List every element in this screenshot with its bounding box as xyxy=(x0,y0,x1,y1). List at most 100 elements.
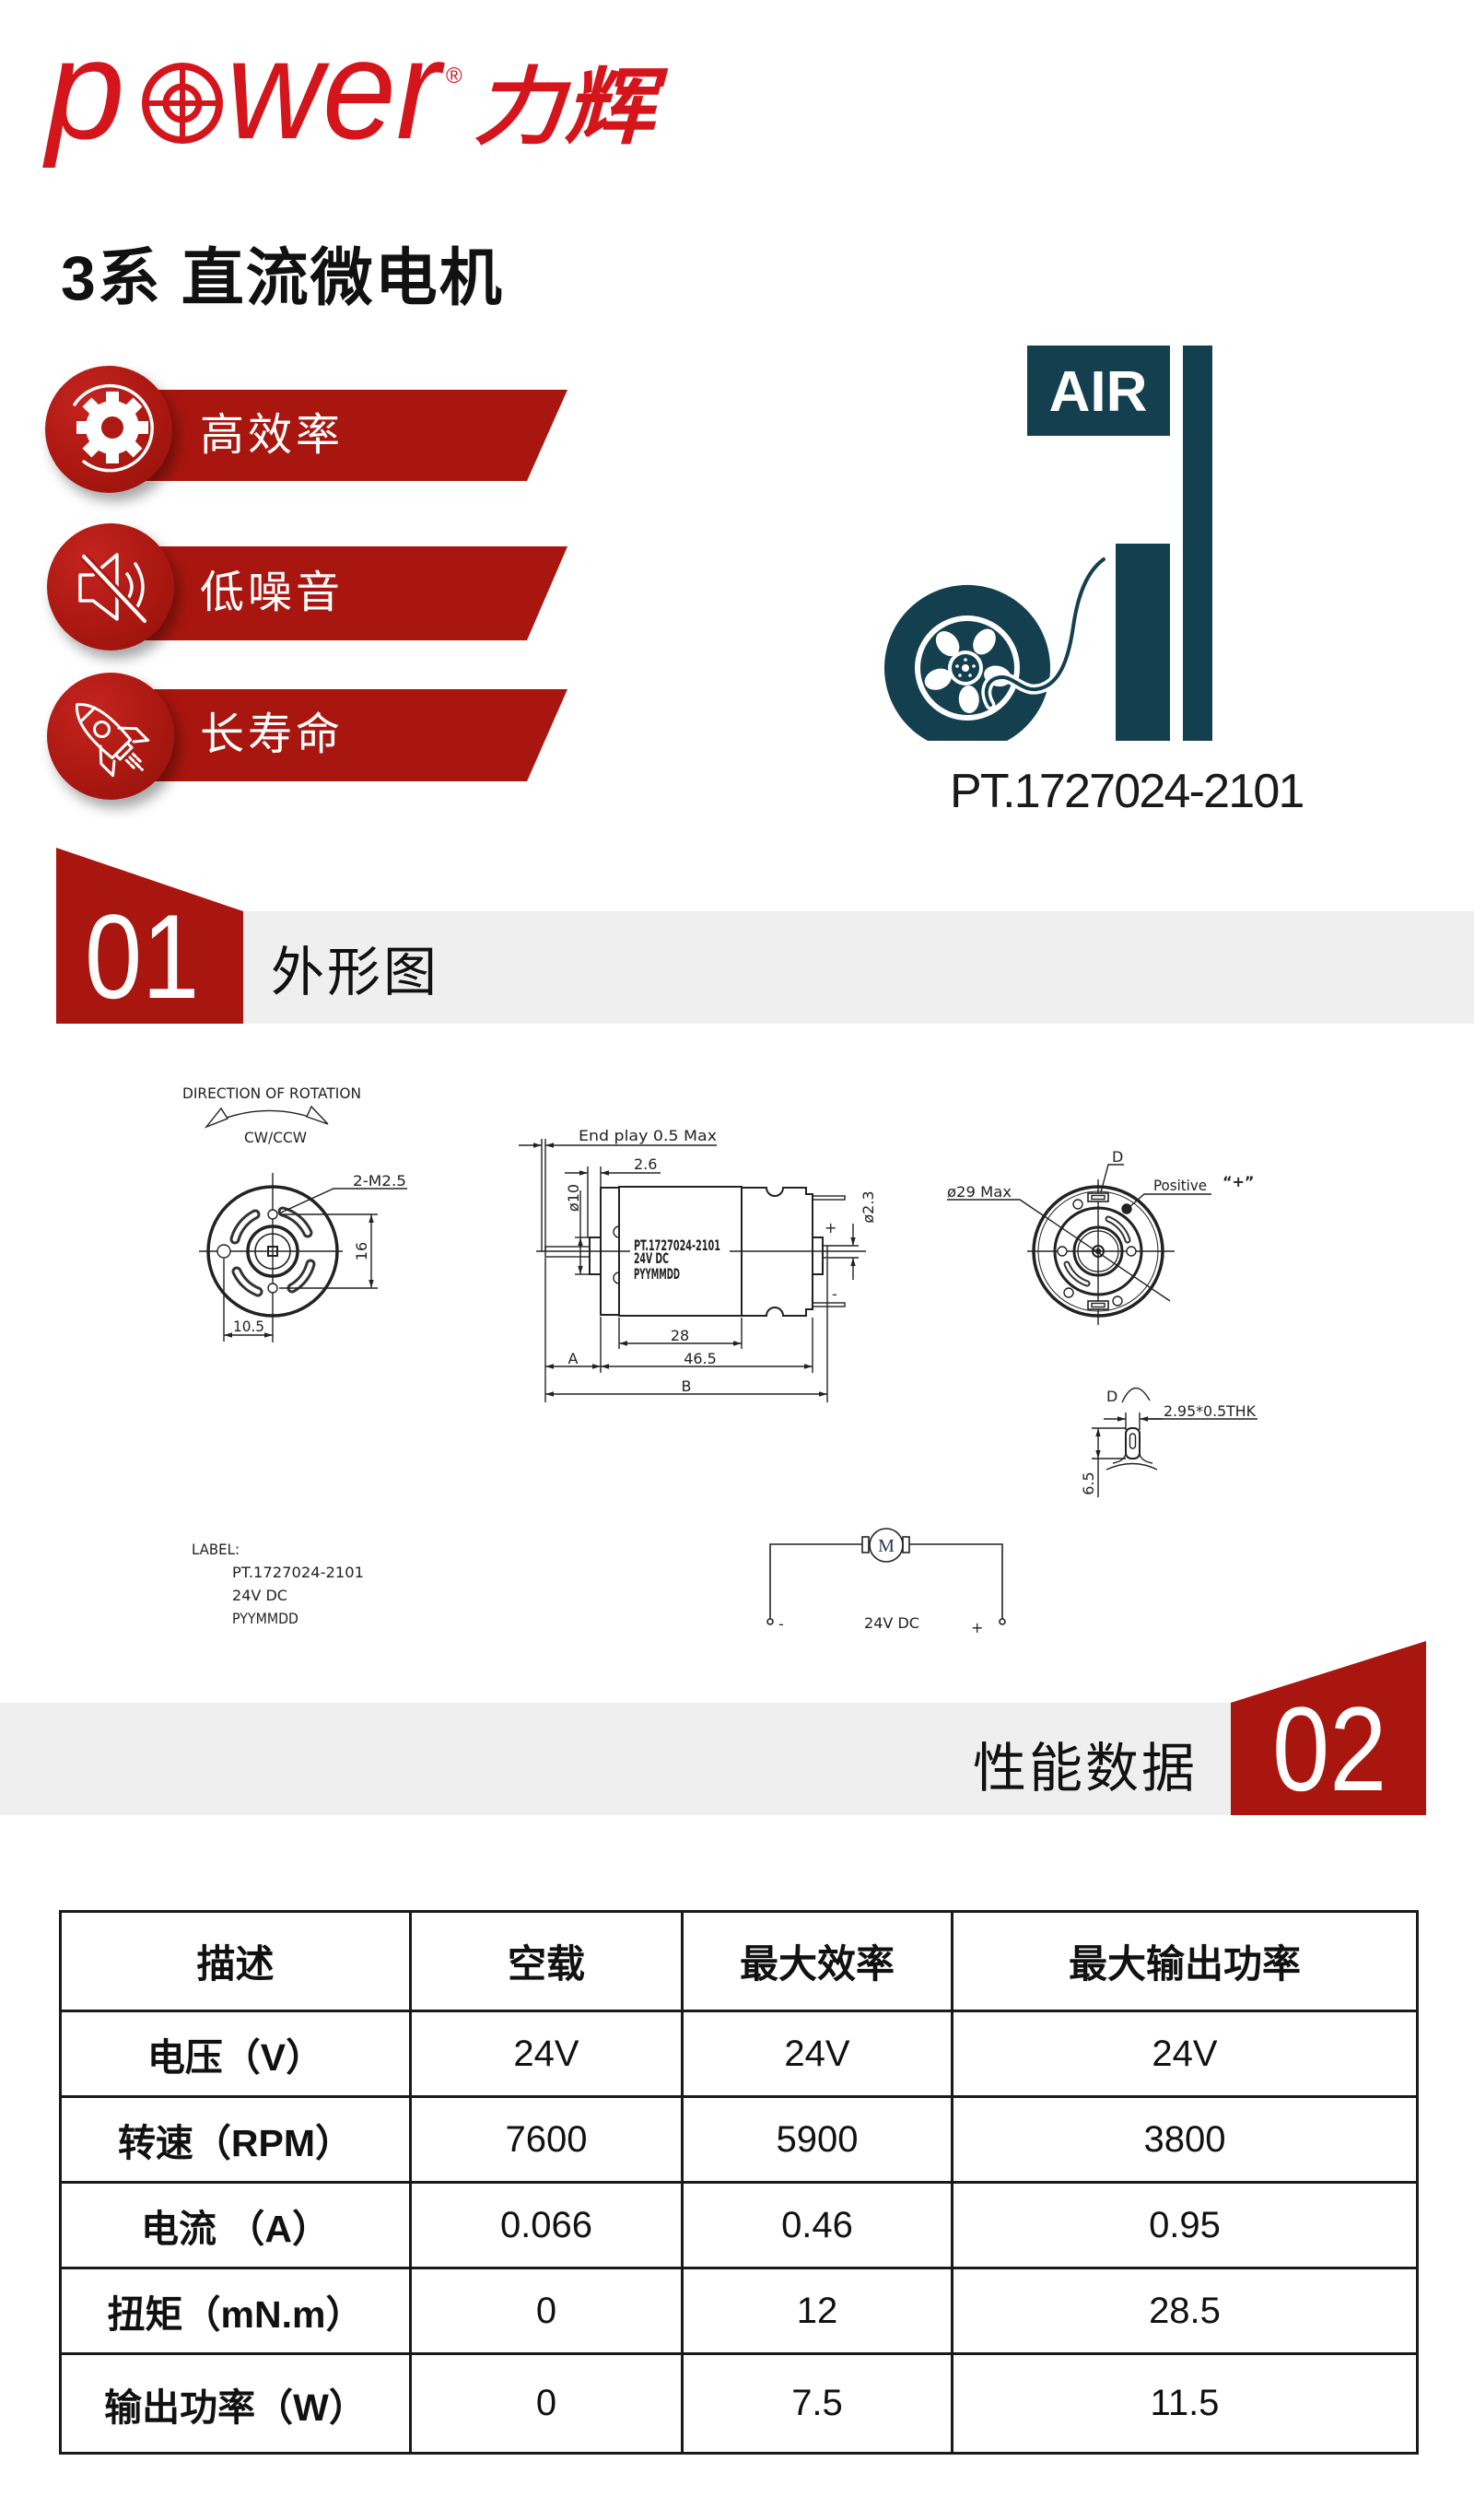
positive-marker-dot xyxy=(1121,1203,1132,1214)
rotation-title: DIRECTION OF ROTATION xyxy=(182,1084,361,1102)
feature-banner-long-life: 长寿命 xyxy=(138,689,567,781)
rocket-icon xyxy=(76,703,150,778)
cell-value: 7600 xyxy=(409,2095,684,2184)
detail-arc-icon xyxy=(1121,1387,1151,1403)
wiring-positive: + xyxy=(971,1619,983,1636)
row-label: 转速（RPM） xyxy=(59,2095,412,2184)
tab-size: 2.95*0.5THK xyxy=(1164,1402,1256,1420)
rotation-value: CW/CCW xyxy=(244,1129,307,1146)
pump-tall-bar xyxy=(1183,346,1212,741)
tab-height: 6.5 xyxy=(1080,1471,1097,1494)
mute-speaker-icon xyxy=(78,553,148,625)
body-label-line-1: PT.1727024-2101 xyxy=(634,1237,720,1254)
product-model-number: PT.1727024-2101 xyxy=(950,765,1304,818)
cell-value: 0.066 xyxy=(409,2181,684,2269)
dim-boss-length: 2.6 xyxy=(634,1155,657,1173)
cell-value: 0.95 xyxy=(951,2181,1419,2269)
terminal-positive: + xyxy=(825,1219,836,1237)
registered-mark: ® xyxy=(446,64,462,88)
end-play-note: End play 0.5 Max xyxy=(579,1127,717,1144)
label-block-line-2: 24V DC xyxy=(232,1587,287,1604)
pump-short-bar xyxy=(1116,544,1170,741)
air-sign xyxy=(1027,346,1170,436)
dim-max-diameter: ø29 Max xyxy=(947,1183,1012,1201)
row-label: 扭矩（mN.m） xyxy=(59,2267,412,2355)
terminal-detail xyxy=(1092,1387,1258,1497)
detail-marker-d: D xyxy=(1112,1148,1123,1166)
side-view xyxy=(519,1139,866,1402)
motor-symbol-letter: M xyxy=(878,1536,895,1556)
cell-value: 0 xyxy=(409,2352,684,2455)
table-row-current: 电流 （A） 0.066 0.46 0.95 xyxy=(59,2181,1419,2269)
header-no-load: 空载 xyxy=(409,1910,684,2012)
front-view xyxy=(199,1105,407,1342)
table-header-row: 描述 空载 最大效率 最大输出功率 xyxy=(59,1910,1419,2012)
cell-value: 5900 xyxy=(681,2095,953,2184)
wheel-icon xyxy=(884,584,1051,741)
section-02-bar xyxy=(0,1703,1231,1815)
dim-a: A xyxy=(568,1350,579,1367)
feature-label: 低噪音 xyxy=(200,568,345,617)
terminal-negative: - xyxy=(832,1285,837,1303)
logo-letter-p: p xyxy=(42,37,125,169)
brand-logo: p wer ® 力辉 xyxy=(42,37,669,169)
cell-value: 3800 xyxy=(951,2095,1419,2184)
dim-hole-offset: 10.5 xyxy=(233,1318,264,1335)
wiring-diagram xyxy=(766,1528,1006,1625)
table-row-torque: 扭矩（mN.m） 0 12 28.5 xyxy=(59,2267,1419,2355)
cell-value: 0 xyxy=(409,2267,684,2355)
dim-b: B xyxy=(682,1377,692,1395)
section-01-number: 01 xyxy=(85,889,200,1024)
page-title: 3系 直流微电机 xyxy=(61,243,504,313)
table-row-speed: 转速（RPM） 7600 5900 3800 xyxy=(59,2095,1419,2184)
gear-icon xyxy=(73,383,154,473)
feature-badge-efficiency xyxy=(45,366,172,493)
logo-letters-wer: wer xyxy=(227,37,445,169)
feature-label: 高效率 xyxy=(200,410,345,460)
dim-can-length: 28 xyxy=(671,1327,689,1344)
cell-value: 12 xyxy=(681,2267,953,2355)
header-description: 描述 xyxy=(59,1910,412,2012)
table-row-voltage: 电压（V） 24V 24V 24V xyxy=(59,2010,1419,2098)
header-max-output: 最大输出功率 xyxy=(951,1910,1419,2012)
row-label: 输出功率（W） xyxy=(59,2352,412,2455)
dim-boss-diameter: ø10 xyxy=(565,1184,582,1212)
hose-icon xyxy=(984,557,1106,707)
row-label: 电流 （A） xyxy=(59,2181,412,2269)
rear-view xyxy=(947,1164,1211,1325)
feature-badge-long-life xyxy=(47,673,174,800)
feature-banner-efficiency: 高效率 xyxy=(138,390,567,481)
dim-hole-pitch: 16 xyxy=(353,1242,370,1260)
dim-shaft-diameter: ø2.3 xyxy=(860,1190,877,1223)
cell-value: 11.5 xyxy=(951,2352,1419,2455)
wiring-negative: - xyxy=(778,1615,784,1633)
section-02-number: 02 xyxy=(1272,1682,1387,1816)
tire-inflator-icon: AIR xyxy=(884,346,1212,741)
table-row-output-power: 输出功率（W） 0 7.5 11.5 xyxy=(59,2352,1419,2455)
cell-value: 24V xyxy=(951,2010,1419,2098)
logo-name-cn: 力辉 xyxy=(474,61,669,155)
detail-d-label: D xyxy=(1106,1388,1117,1405)
body-label-line-2: 24V DC xyxy=(634,1249,669,1267)
outline-drawing: DIRECTION OF ROTATION CW/CCW 2-M2.5 16 1… xyxy=(182,1084,1258,1636)
label-block-line-3: PYYMMDD xyxy=(232,1610,298,1627)
air-sign-text: AIR xyxy=(1049,360,1148,424)
cell-value: 24V xyxy=(681,2010,953,2098)
feature-banner-low-noise: 低噪音 xyxy=(138,546,567,640)
feature-badge-low-noise xyxy=(47,523,174,651)
cell-value: 24V xyxy=(409,2010,684,2098)
row-label: 电压（V） xyxy=(59,2010,412,2098)
cell-value: 0.46 xyxy=(681,2181,953,2269)
section-01-title: 外形图 xyxy=(271,943,440,1002)
body-label-line-3: PYYMMDD xyxy=(634,1265,680,1283)
label-block-line-1: PT.1727024-2101 xyxy=(232,1564,364,1581)
dim-body-length: 46.5 xyxy=(684,1350,717,1367)
positive-label: Positive xyxy=(1153,1177,1207,1194)
section-02-title: 性能数据 xyxy=(972,1739,1198,1799)
feature-label: 长寿命 xyxy=(200,710,345,759)
cell-value: 7.5 xyxy=(681,2352,953,2455)
label-block-title: LABEL: xyxy=(192,1541,240,1558)
section-01-bar xyxy=(243,911,1474,1024)
wiring-voltage: 24V DC xyxy=(864,1614,919,1632)
